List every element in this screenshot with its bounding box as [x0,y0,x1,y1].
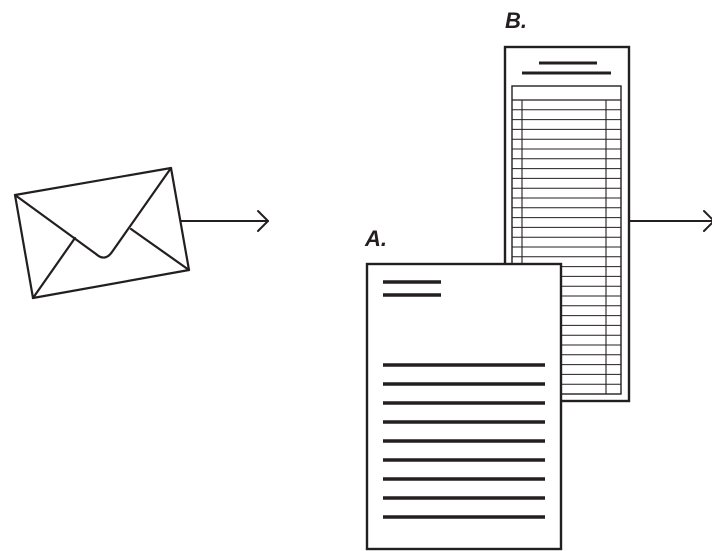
letter-header-lines [383,280,441,297]
envelope-icon [13,166,191,300]
label-b: B. [505,8,527,33]
ledger-arrow [628,210,712,232]
label-a: A. [364,226,387,251]
envelope-arrow [180,210,269,232]
letter-body-lines [383,363,545,519]
letter-document [365,262,563,551]
ledger-table [511,85,622,395]
letter-page [365,262,563,551]
